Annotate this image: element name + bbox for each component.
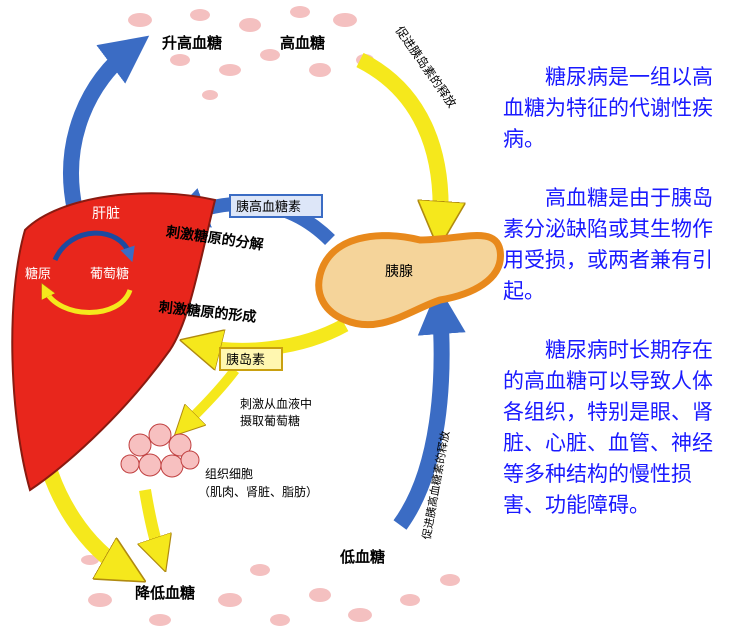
label-lower-glucose: 降低血糖 bbox=[135, 584, 195, 602]
label-pancreas: 胰腺 bbox=[385, 264, 413, 280]
panel-paragraph-1: 糖尿病是一组以高血糖为特征的代谢性疾病。 bbox=[503, 65, 713, 151]
arrow-liver-to-raise bbox=[63, 35, 150, 212]
blood-cells bbox=[81, 6, 460, 626]
glucose-regulation-diagram: 升高血糖 高血糖 低血糖 降低血糖 肝脏 糖原 葡萄糖 胰腺 胰高血糖素 胰岛素… bbox=[11, 6, 504, 626]
label-raise-glucose: 升高血糖 bbox=[162, 34, 222, 52]
label-tissue-1: 组织细胞 bbox=[205, 467, 253, 481]
label-uptake-2: 摄取葡萄糖 bbox=[240, 413, 300, 428]
label-glucagon: 胰高血糖素 bbox=[236, 199, 301, 215]
arrow-tissue-to-lower bbox=[145, 489, 160, 555]
tissue-cells bbox=[120, 423, 200, 478]
label-liver: 肝脏 bbox=[92, 206, 120, 222]
cycle-arrow-blue bbox=[52, 230, 135, 263]
liver bbox=[11, 192, 217, 492]
cycle-arrow-yellow bbox=[45, 290, 133, 315]
pancreas bbox=[315, 232, 504, 329]
insulin-box bbox=[219, 347, 283, 371]
label-low-glucose: 低血糖 bbox=[339, 548, 385, 566]
label-glucose: 葡萄糖 bbox=[90, 266, 129, 282]
arrow-insulin bbox=[200, 318, 349, 350]
label-high-glucose: 高血糖 bbox=[280, 34, 325, 52]
label-glycogen: 糖原 bbox=[25, 266, 51, 282]
label-uptake-1: 刺激从血液中 bbox=[240, 396, 312, 411]
panel-paragraph-3: 糖尿病时长期存在的高血糖可以导致人体各组织，特别是眼、肾脏、心脏、血管、神经等多… bbox=[503, 338, 713, 517]
glucagon-box bbox=[229, 194, 323, 218]
arrow-insulin-to-tissue bbox=[185, 366, 239, 425]
label-insulin: 胰岛素 bbox=[226, 352, 265, 368]
description-panel: 糖尿病是一组以高血糖为特征的代谢性疾病。 高血糖是由于胰岛素分泌缺陷或其生物作用… bbox=[503, 62, 725, 549]
arrow-low-to-pancreas bbox=[393, 286, 466, 530]
arrow-high-to-pancreas bbox=[356, 52, 441, 225]
label-tissue-2: （肌肉、肾脏、脂肪） bbox=[198, 484, 318, 499]
panel-paragraph-2: 高血糖是由于胰岛素分泌缺陷或其生物作用受损，或两者兼有引起。 bbox=[503, 186, 713, 303]
